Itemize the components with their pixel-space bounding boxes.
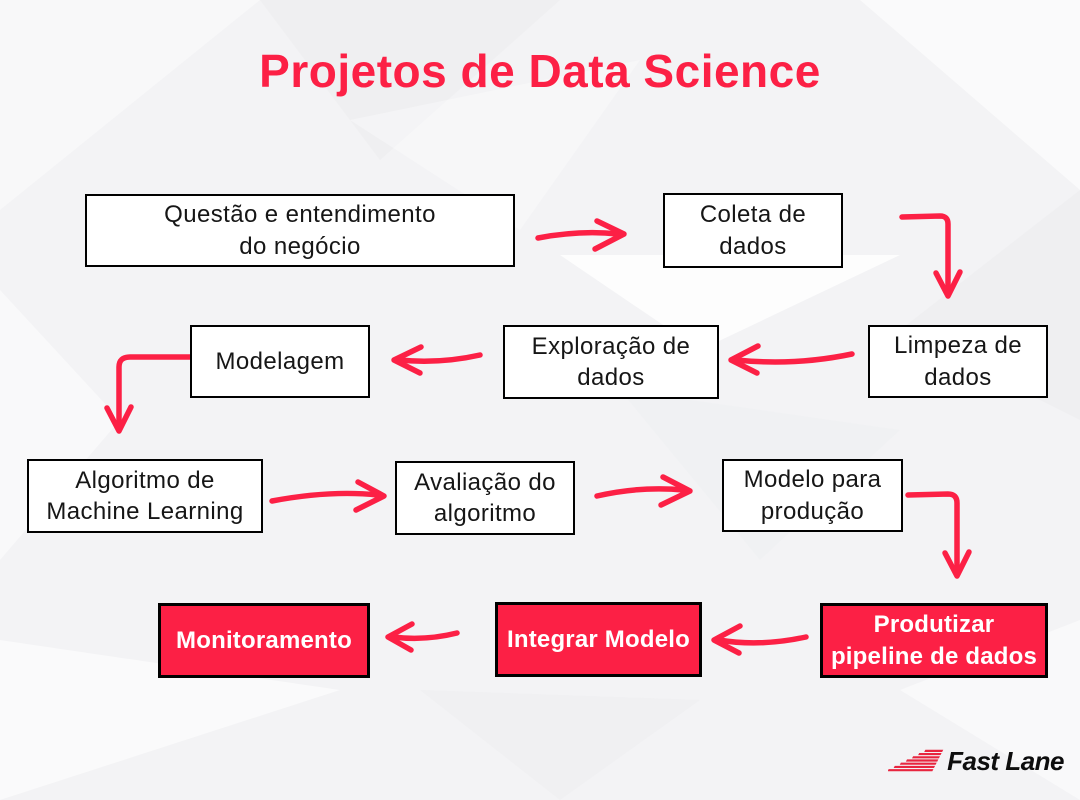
node-produtizar-pipeline-de-dados: Produtizar pipeline de dados xyxy=(820,603,1048,678)
node-modelo-para-producao: Modelo para produção xyxy=(722,459,903,532)
node-label-line: Machine Learning xyxy=(46,498,244,525)
node-monitoramento: Monitoramento xyxy=(158,603,370,678)
node-label-line: Exploração de xyxy=(531,332,691,360)
node-label-line: Modelagem xyxy=(215,347,345,375)
node-label-line: Limpeza de xyxy=(893,332,1023,360)
node-label-line: dados xyxy=(577,364,645,391)
node-label-line: Integrar Modelo xyxy=(506,625,690,653)
node-label-line: dados xyxy=(924,363,992,391)
fastlane-stripes-icon xyxy=(888,749,944,772)
node-label-line: algoritmo xyxy=(433,500,537,527)
node-exploracao-de-dados: Exploração de dados xyxy=(503,325,719,399)
node-modelagem: Modelagem xyxy=(190,325,370,398)
node-label-line: produção xyxy=(760,497,865,525)
node-label-line: Modelo para xyxy=(743,466,882,494)
node-label-line: pipeline de dados xyxy=(830,642,1038,670)
node-coleta-de-dados: Coleta de dados xyxy=(663,193,843,268)
page-title: Projetos de Data Science xyxy=(259,45,821,97)
node-algoritmo-machine-learning: Algoritmo de Machine Learning xyxy=(27,459,263,533)
node-label-line: Monitoramento xyxy=(176,626,352,654)
node-label-line: Questão e entendimento xyxy=(164,201,436,229)
node-label-line: Coleta de xyxy=(699,201,807,229)
fastlane-logo: Fast Lane xyxy=(888,742,1064,780)
node-label-line: dados xyxy=(719,232,787,260)
node-label-line: Algoritmo de xyxy=(75,466,215,494)
node-integrar-modelo: Integrar Modelo xyxy=(495,602,702,677)
node-limpeza-de-dados: Limpeza de dados xyxy=(868,325,1048,398)
fastlane-logo-text: Fast Lane xyxy=(947,745,1064,776)
node-questao-entendimento-negocio: Questão e entendimento do negócio xyxy=(85,194,515,267)
node-label-line: Produtizar xyxy=(873,611,995,639)
node-avaliacao-do-algoritmo: Avaliação do algoritmo xyxy=(395,461,575,535)
node-label-line: Avaliação do xyxy=(414,468,556,496)
node-label-line: do negócio xyxy=(239,232,361,260)
